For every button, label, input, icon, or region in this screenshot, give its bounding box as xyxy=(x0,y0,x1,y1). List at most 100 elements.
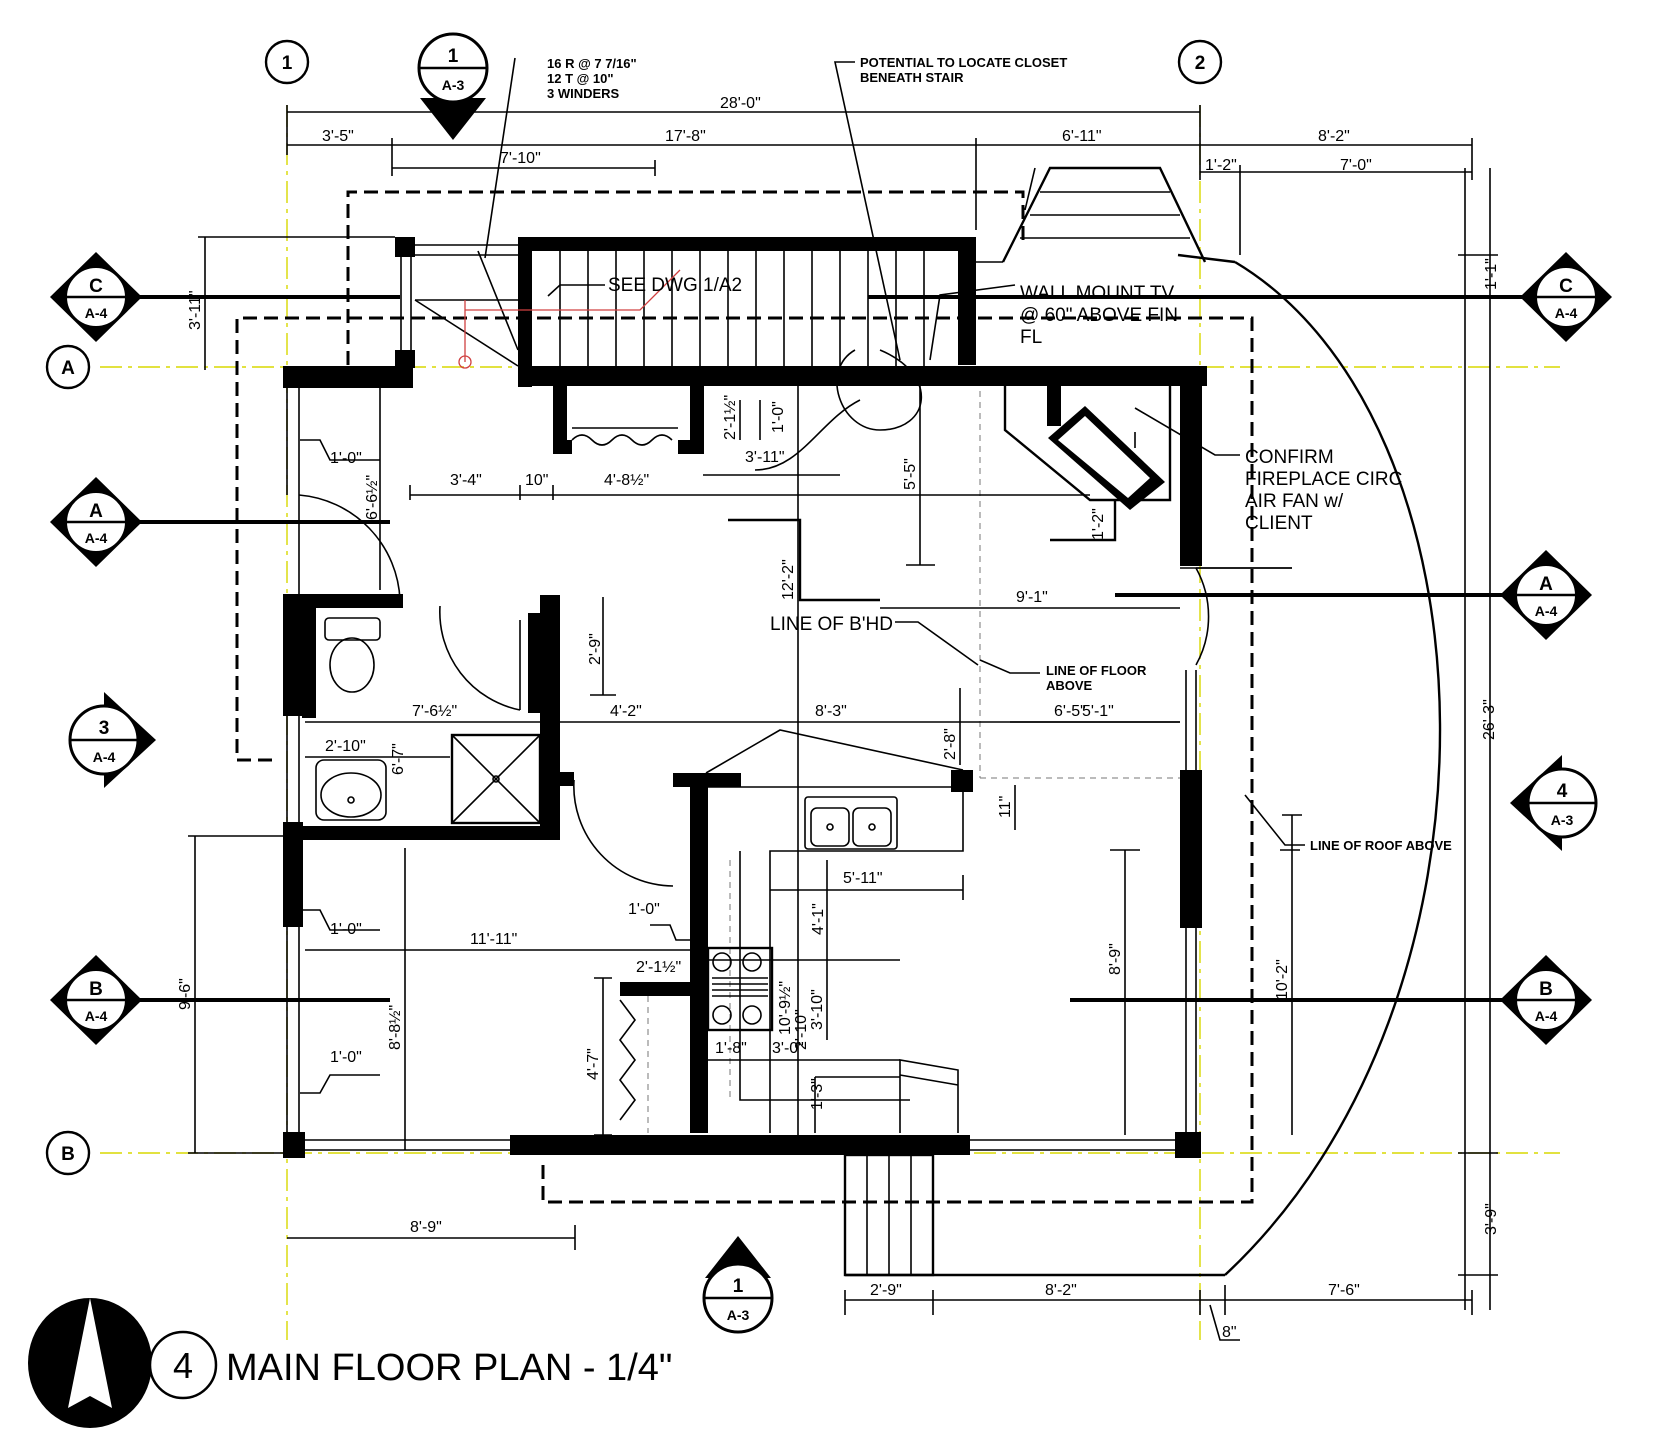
dimension-text: 28'-0" 3'-5" 17'-8" 6'-11" 8'-2" 7'-10" … xyxy=(177,95,1500,1341)
svg-text:4: 4 xyxy=(1557,781,1568,802)
grid-bubble-1: 1 xyxy=(264,39,310,85)
section-tag-b-left: B A-4 xyxy=(50,955,142,1045)
svg-text:1: 1 xyxy=(448,46,459,67)
svg-text:2: 2 xyxy=(1195,53,1206,74)
svg-text:4'-7": 4'-7" xyxy=(585,1048,602,1080)
svg-text:4'-1": 4'-1" xyxy=(810,903,827,935)
svg-text:2'-8": 2'-8" xyxy=(942,728,959,760)
svg-text:9'-1": 9'-1" xyxy=(1016,589,1048,606)
svg-text:A: A xyxy=(1539,574,1553,595)
svg-text:5'-1": 5'-1" xyxy=(1082,703,1114,720)
grid-bubble-2: 2 xyxy=(1177,39,1223,85)
exterior-walls xyxy=(283,237,1207,1158)
section-tag-a-right: A A-4 xyxy=(1500,550,1592,640)
svg-text:8'-2": 8'-2" xyxy=(1318,128,1350,145)
drawing-number: 4 xyxy=(173,1345,193,1386)
svg-text:2'-1½": 2'-1½" xyxy=(636,959,681,976)
roof-above-note: LINE OF ROOF ABOVE xyxy=(1310,838,1452,853)
svg-text:5'-11": 5'-11" xyxy=(843,870,883,887)
svg-text:3'-0": 3'-0" xyxy=(772,1040,804,1057)
svg-text:11'-11": 11'-11" xyxy=(470,931,517,948)
elevation-tag-1-top: 1 A-3 xyxy=(417,32,489,140)
elevation-tag-3: 3 A-4 xyxy=(68,692,156,788)
svg-text:A-4: A-4 xyxy=(85,305,108,321)
tv-note: WALL MOUNT TV xyxy=(1020,283,1174,304)
section-tag-c-right: C A-4 xyxy=(1520,252,1612,342)
fireplace-note: CONFIRM xyxy=(1245,447,1334,468)
svg-text:2'-10": 2'-10" xyxy=(793,1009,810,1050)
svg-text:AIR FAN w/: AIR FAN w/ xyxy=(1245,491,1344,512)
svg-text:7'-10": 7'-10" xyxy=(500,150,541,167)
svg-text:B: B xyxy=(89,979,103,1000)
svg-text:6'-6½": 6'-6½" xyxy=(364,475,381,520)
roof-arc xyxy=(845,253,1442,1277)
svg-text:B: B xyxy=(1539,979,1553,1000)
svg-text:3'-5": 3'-5" xyxy=(322,128,354,145)
svg-text:1: 1 xyxy=(733,1276,744,1297)
stair-note-treads: 12 T @ 10" xyxy=(547,71,614,86)
closet-note: POTENTIAL TO LOCATE CLOSET xyxy=(860,55,1067,70)
toilet xyxy=(324,617,381,693)
pantry-bifold xyxy=(619,996,649,1133)
svg-text:3'-9": 3'-9" xyxy=(1483,1203,1500,1235)
svg-text:9'-6": 9'-6" xyxy=(177,978,194,1010)
svg-text:17'-8": 17'-8" xyxy=(665,128,706,145)
svg-text:10'-9½": 10'-9½" xyxy=(777,981,794,1035)
svg-text:A: A xyxy=(89,501,103,522)
entry-stair-south xyxy=(843,1153,935,1277)
stair-note-risers: 16 R @ 7 7/16" xyxy=(547,56,637,71)
svg-text:3'-4": 3'-4" xyxy=(450,472,482,489)
svg-text:C: C xyxy=(89,276,103,297)
svg-text:1'-0": 1'-0" xyxy=(770,401,787,433)
svg-text:7'-6": 7'-6" xyxy=(1328,1282,1360,1299)
section-tag-a-left: A A-4 xyxy=(50,477,142,567)
svg-text:8'-2": 8'-2" xyxy=(1045,1282,1077,1299)
svg-text:BENEATH STAIR: BENEATH STAIR xyxy=(860,70,964,85)
floor-above-note: LINE OF FLOOR xyxy=(1046,663,1147,678)
svg-text:3: 3 xyxy=(99,718,110,739)
svg-text:4'-2": 4'-2" xyxy=(610,703,642,720)
svg-text:C: C xyxy=(1559,276,1573,297)
section-tag-c-left: C A-4 xyxy=(50,252,142,342)
stair xyxy=(414,237,925,387)
svg-text:10'-2": 10'-2" xyxy=(1274,959,1291,1000)
elevation-tag-1-bottom: 1 A-3 xyxy=(702,1236,774,1334)
svg-text:A-4: A-4 xyxy=(85,1008,108,1024)
bulkhead-note: LINE OF B'HD xyxy=(770,614,893,635)
elevation-tag-4: 4 A-3 xyxy=(1510,755,1598,851)
svg-text:11": 11" xyxy=(997,796,1014,818)
windows xyxy=(286,244,1197,1151)
svg-text:3'-11": 3'-11" xyxy=(745,449,785,466)
svg-text:7'-0": 7'-0" xyxy=(1340,157,1372,174)
svg-text:1: 1 xyxy=(282,53,293,74)
shower xyxy=(450,733,542,825)
svg-text:28'-0": 28'-0" xyxy=(720,95,761,112)
svg-text:A-4: A-4 xyxy=(1535,1008,1558,1024)
fireplace xyxy=(1003,386,1172,542)
sink-vanity xyxy=(315,759,387,821)
drawing-title-block: 4 MAIN FLOOR PLAN - 1/4" xyxy=(148,1330,672,1400)
svg-text:8'-3": 8'-3" xyxy=(815,703,847,720)
svg-text:8'-9": 8'-9" xyxy=(410,1219,442,1236)
svg-text:3'-10": 3'-10" xyxy=(809,989,826,1030)
svg-text:A-4: A-4 xyxy=(1535,603,1558,619)
svg-text:A-3: A-3 xyxy=(1551,812,1574,828)
svg-text:26'-3": 26'-3" xyxy=(1481,699,1498,740)
svg-text:A-3: A-3 xyxy=(442,77,465,93)
svg-text:A-3: A-3 xyxy=(727,1307,750,1323)
range-stove xyxy=(706,946,774,1032)
svg-text:1'-0": 1'-0" xyxy=(330,921,362,938)
overhead-dashed-lines xyxy=(235,190,1254,1204)
svg-text:@ 60" ABOVE FIN: @ 60" ABOVE FIN xyxy=(1020,305,1178,326)
svg-text:A: A xyxy=(61,358,75,379)
exterior-stair-ne xyxy=(976,166,1207,263)
svg-text:2'-1½": 2'-1½" xyxy=(722,395,739,440)
svg-text:8'-8½": 8'-8½" xyxy=(387,1005,404,1050)
see-drawing-note: SEE DWG 1/A2 xyxy=(608,275,742,296)
svg-text:B: B xyxy=(61,1144,75,1165)
drawing-title: MAIN FLOOR PLAN - 1/4" xyxy=(226,1347,672,1389)
notes: 16 R @ 7 7/16" 12 T @ 10" 3 WINDERS POTE… xyxy=(547,55,1452,853)
svg-text:ABOVE: ABOVE xyxy=(1046,678,1093,693)
svg-text:3'-11": 3'-11" xyxy=(187,290,204,330)
svg-text:8'-9": 8'-9" xyxy=(1107,943,1124,975)
